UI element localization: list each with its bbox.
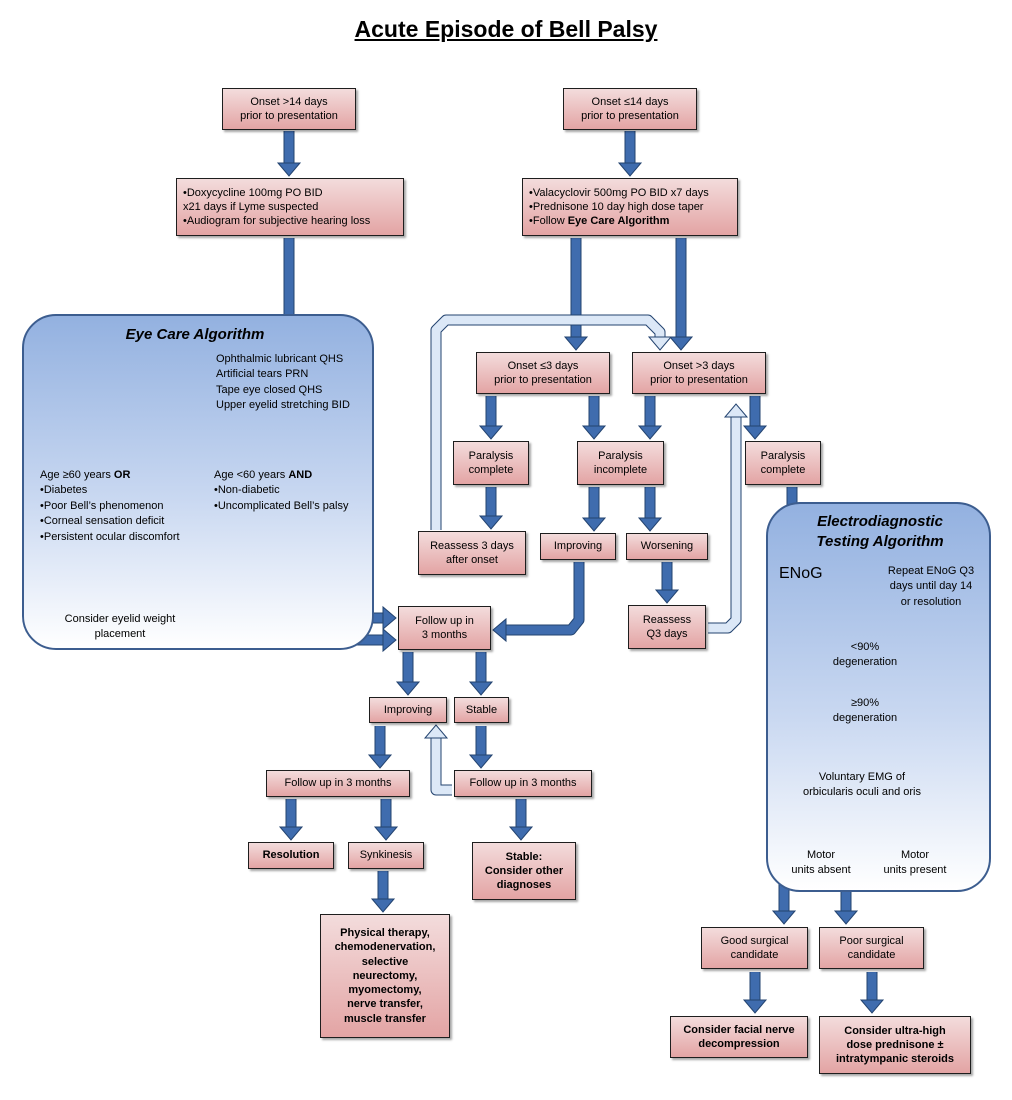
onset-within-3-days-node: Onset ≤3 days prior to presentation — [476, 352, 610, 394]
arrow-complete-to-reassess-head — [478, 515, 504, 530]
stable-node: Stable — [454, 697, 509, 723]
ultra-high-prednisone-node: Consider ultra-high dose prednisone ± in… — [819, 1016, 971, 1074]
arrow-followup-to-stable-other-head — [508, 826, 534, 841]
eyelid-weight-text: Consider eyelid weight placement — [64, 613, 176, 641]
arrow-reassess-q3-to-onset-gt3 — [708, 416, 742, 634]
page-title: Acute Episode of Bell Palsy — [354, 16, 658, 42]
follow-up-left-node: Follow up in 3 months — [266, 770, 410, 797]
arrow-absent-to-good-head — [771, 910, 797, 925]
eye-care-panel — [22, 314, 374, 650]
follow-up-right-node: Follow up in 3 months — [454, 770, 592, 797]
onset-over-14-days-node: Onset >14 days prior to presentation — [222, 88, 356, 130]
arrow-followup-to-synkinesis-head — [373, 826, 399, 841]
arrow-poor-to-prednisone-head — [859, 999, 885, 1014]
and-operator: AND — [288, 469, 313, 481]
arrow-reassess-q3-to-onset-gt3-head — [723, 403, 749, 418]
onset-over-3-days-node: Onset >3 days prior to presentation — [632, 352, 766, 394]
arrow-followup-right-to-improving — [430, 737, 452, 796]
improving-node-a: Improving — [540, 533, 616, 560]
valacyclovir-lines: •Valacyclovir 500mg PO BID x7 days •Pred… — [529, 186, 709, 228]
valacyclovir-node: •Valacyclovir 500mg PO BID x7 days •Pred… — [522, 178, 738, 236]
arrow-stable-to-followup-right-head — [468, 754, 494, 769]
onset-within-14-days-node: Onset ≤14 days prior to presentation — [563, 88, 697, 130]
arrow-improving-to-followup-head — [492, 617, 507, 643]
worsening-node: Worsening — [626, 533, 708, 560]
arrow-incomplete-to-worsening-head — [637, 517, 663, 532]
arrow-onset14-to-doxy-head — [276, 162, 302, 177]
eye-care-therapy: Ophthalmic lubricant QHS Artificial tear… — [216, 353, 350, 412]
eye-care-reference: Eye Care Algorithm — [567, 215, 670, 228]
stable-other-diagnoses-node: Stable: Consider other diagnoses — [472, 842, 576, 900]
arrow-worsening-to-reassess-q3-head — [654, 589, 680, 604]
reassess-q3-node: Reassess Q3 days — [628, 605, 706, 649]
good-surgical-candidate-node: Good surgical candidate — [701, 927, 808, 969]
arrow-good-to-decompression-head — [742, 999, 768, 1014]
poor-surgical-candidate-node: Poor surgical candidate — [819, 927, 924, 969]
arrow-onset3-to-incomplete-head — [581, 425, 607, 440]
arrow-valacyclovir-to-onset-gt3-head — [668, 336, 694, 351]
arrow-followup-right-to-improving-head — [423, 724, 449, 739]
arrow-followup-to-improving-head — [395, 681, 421, 696]
synkinesis-node: Synkinesis — [348, 842, 424, 869]
age-60-plus-criteria: Age ≥60 years OR •Diabetes •Poor Bell’s p… — [40, 468, 230, 545]
arrow-absent-to-poor-head — [833, 910, 859, 925]
arrow-reassess-loop — [430, 314, 666, 530]
paralysis-complete-node-b: Paralysis complete — [745, 441, 821, 485]
arrow-onset14-to-valacyclovir-head — [617, 162, 643, 177]
age-under-60-heading: Age <60 years — [214, 469, 289, 481]
arrow-followup-to-stable-head — [468, 681, 494, 696]
physical-therapy-node: Physical therapy, chemodenervation, sele… — [320, 914, 450, 1038]
age-under-60-criteria: Age <60 years AND •Non-diabetic •Uncompli… — [214, 468, 379, 514]
repeat-enog-text: Repeat ENoG Q3 days until day 14 or reso… — [887, 565, 975, 608]
arrow-under60-to-followup-head — [382, 605, 397, 631]
or-operator: OR — [113, 469, 131, 481]
paralysis-complete-node-a: Paralysis complete — [453, 441, 529, 485]
improving-node-b: Improving — [369, 697, 447, 723]
follow-up-3-months-node: Follow up in 3 months — [398, 606, 491, 650]
arrow-followup-to-resolution-head — [278, 826, 304, 841]
enog-label: ENoG — [779, 565, 823, 582]
arrow-valacyclovir-to-onset3-head — [563, 336, 589, 351]
eye-care-title: Eye Care Algorithm — [125, 326, 265, 343]
arrow-improving-to-followup — [505, 562, 585, 636]
voluntary-emg-text: Voluntary EMG of orbicularis oculi and o… — [803, 771, 921, 799]
arrow-onset3-to-complete-head — [478, 425, 504, 440]
facial-nerve-decompression-node: Consider facial nerve decompression — [670, 1016, 808, 1058]
arrow-synkinesis-to-therapy-head — [370, 898, 396, 913]
resolution-node: Resolution — [248, 842, 334, 869]
arrow-improving-to-followup-left-head — [367, 754, 393, 769]
age-60-plus-heading: Age ≥60 years — [40, 469, 114, 481]
paralysis-incomplete-node: Paralysis incomplete — [577, 441, 664, 485]
motor-units-present: Motor units present — [883, 849, 947, 877]
arrow-onset-gt3-to-incomplete-head — [637, 425, 663, 440]
valacyclovir-text: •Valacyclovir 500mg PO BID x7 days •Pred… — [529, 186, 709, 229]
doxycycline-node: •Doxycycline 100mg PO BID x21 days if Ly… — [176, 178, 404, 236]
arrow-eyelid-to-followup-head — [382, 627, 397, 653]
age-under-60-list: •Non-diabetic •Uncomplicated Bell’s pals… — [214, 484, 349, 512]
arrow-reassess-loop-head — [647, 336, 673, 351]
motor-units-absent: Motor units absent — [791, 849, 851, 877]
under-90-degeneration: <90% degeneration — [832, 641, 898, 669]
electrodiagnostic-panel — [766, 502, 991, 892]
electrodiagnostic-title: Electrodiagnostic Testing Algorithm — [816, 513, 944, 550]
reassess-3-days-node: Reassess 3 days after onset — [418, 531, 526, 575]
arrow-incomplete-to-improving-head — [581, 517, 607, 532]
over-90-degeneration: ≥90% degeneration — [832, 697, 898, 725]
arrow-onset-gt3-to-complete-head — [742, 425, 768, 440]
age-60-plus-list: •Diabetes •Poor Bell’s phenomenon •Corne… — [40, 484, 180, 543]
